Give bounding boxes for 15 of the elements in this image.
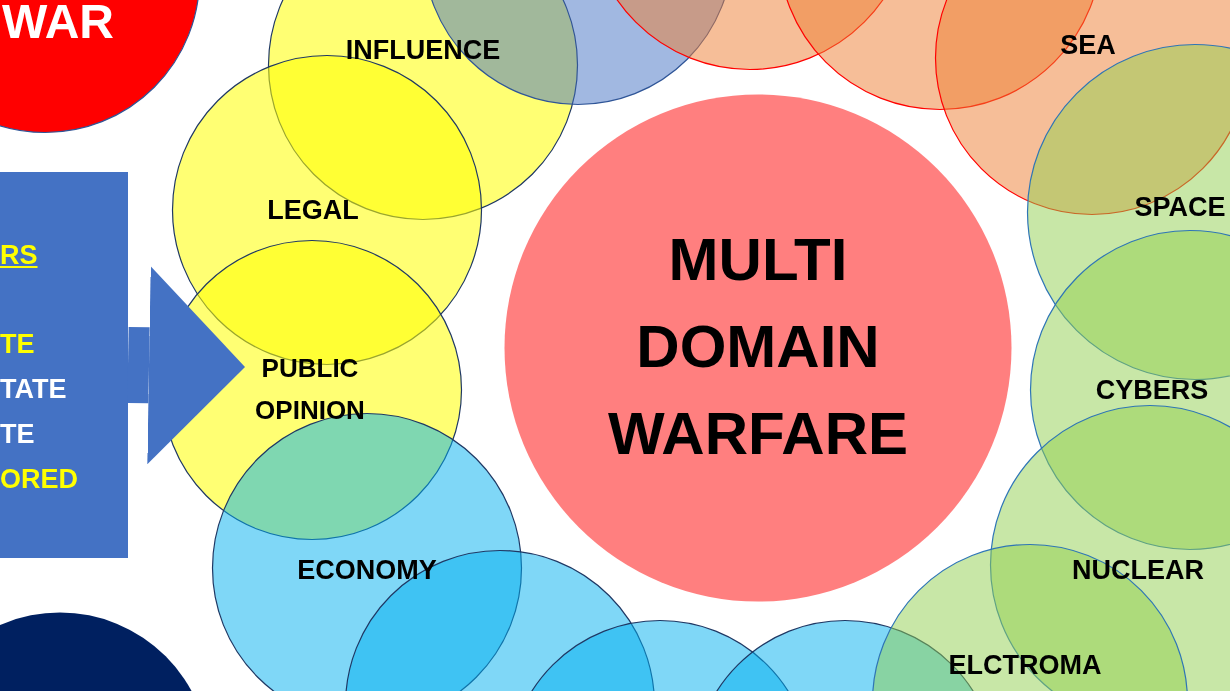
circle-label: ELCTROMA: [948, 648, 1102, 682]
circle-label: SEA: [1060, 28, 1116, 62]
panel-text: RS: [0, 239, 38, 272]
circle-label: CYBERS: [1095, 373, 1209, 407]
text-panel: [0, 172, 128, 558]
panel-text: TE: [0, 328, 35, 361]
block-arrow: [127, 266, 245, 465]
panel-text: TATE: [0, 373, 67, 406]
circle-label: WAR: [2, 0, 114, 50]
circle-label: LEGAL: [267, 193, 359, 227]
panel-text: ORED: [0, 463, 78, 496]
circle-label: SPACE: [1134, 190, 1226, 224]
circle-label: PUBLIC OPINION: [254, 352, 366, 427]
circle-label: MULTI DOMAIN WARFARE: [607, 224, 909, 469]
panel-text: TE: [0, 418, 35, 451]
